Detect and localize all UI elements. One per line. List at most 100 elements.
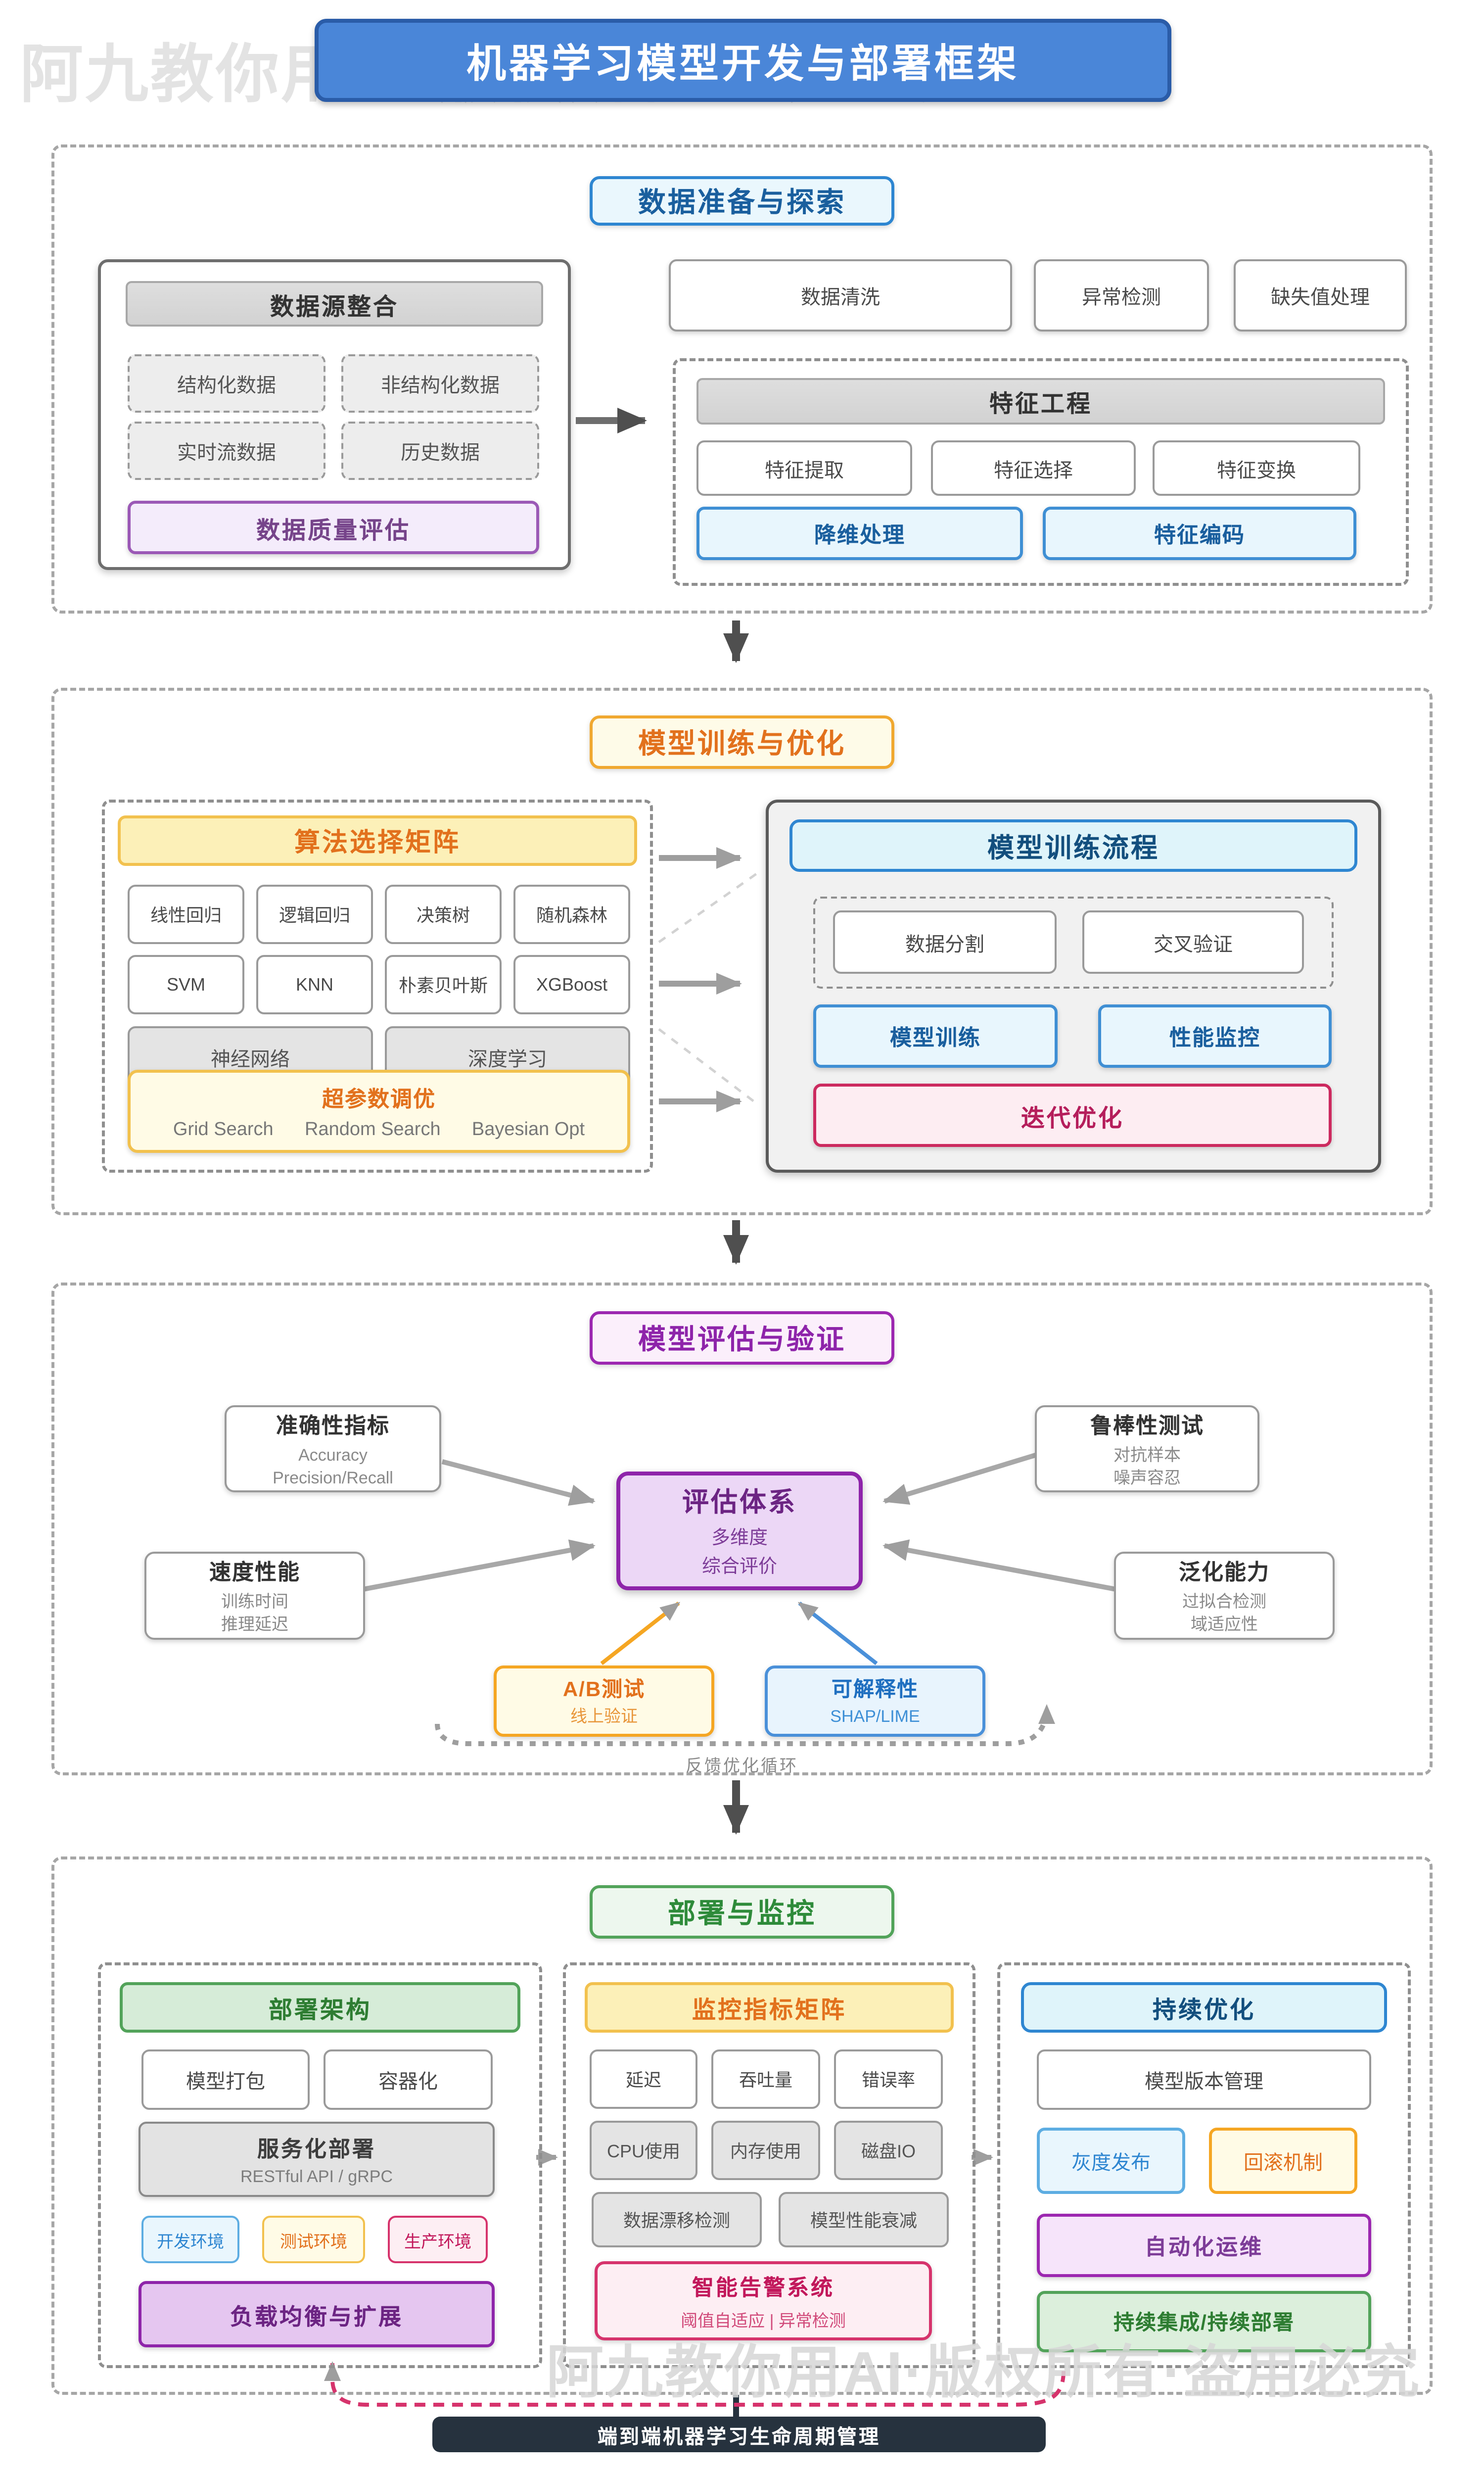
node-feature-encoding: 特征编码 bbox=[1043, 507, 1356, 560]
node-label: 持续集成/持续部署 bbox=[1113, 2312, 1295, 2334]
node-cross-validation: 交叉验证 bbox=[1082, 910, 1304, 974]
node-ab-testing: A/B测试 线上验证 bbox=[494, 1665, 714, 1737]
node-model-version-management: 模型版本管理 bbox=[1037, 2049, 1371, 2110]
node-label: 模型性能衰减 bbox=[810, 2211, 917, 2231]
node-label: 非结构化数据 bbox=[381, 375, 500, 397]
node-label: 数据分割 bbox=[905, 934, 984, 955]
node-data-split: 数据分割 bbox=[833, 910, 1057, 974]
node-generalization-ability: 泛化能力 过拟合检测域适应性 bbox=[1114, 1552, 1335, 1640]
node-label: 磁盘IO bbox=[861, 2141, 916, 2161]
algorithm-matrix-header: 算法选择矩阵 bbox=[118, 815, 637, 866]
data-source-header-label: 数据源整合 bbox=[270, 293, 399, 320]
diagram-title: 机器学习模型开发与部署框架 bbox=[466, 43, 1020, 86]
node-label: SVM bbox=[166, 974, 205, 994]
node-model-training: 模型训练 bbox=[813, 1004, 1058, 1068]
section-header-label: 模型训练与优化 bbox=[638, 728, 846, 759]
node-alert-system: 智能告警系统 阈值自适应 | 异常检测 bbox=[595, 2261, 932, 2340]
node-label: 性能监控 bbox=[1169, 1025, 1260, 1050]
node-automated-operations: 自动化运维 bbox=[1037, 2214, 1371, 2277]
data-split-group bbox=[813, 897, 1334, 989]
hyperparameter-tuning-title: 超参数调优 bbox=[322, 1087, 436, 1111]
node-label: 延迟 bbox=[626, 2070, 661, 2090]
feature-engineering-header-label: 特征工程 bbox=[989, 391, 1092, 418]
node-rollback-mechanism: 回滚机制 bbox=[1209, 2128, 1357, 2194]
section-header-deployment-monitoring: 部署与监控 bbox=[590, 1885, 894, 1939]
section-model-training bbox=[51, 688, 1433, 1215]
node-label: 特征选择 bbox=[994, 460, 1073, 481]
node-subtext: 多维度综合评价 bbox=[701, 1528, 777, 1577]
node-missing-value-handling: 缺失值处理 bbox=[1234, 259, 1407, 332]
feature-engineering-container bbox=[673, 358, 1409, 586]
node-structured-data: 结构化数据 bbox=[128, 354, 325, 413]
node-latency: 延迟 bbox=[590, 2049, 697, 2109]
footer-lifecycle-bar: 端到端机器学习生命周期管理 bbox=[432, 2417, 1046, 2452]
continuous-optimization-header: 持续优化 bbox=[1021, 1982, 1387, 2033]
node-label: 深度学习 bbox=[468, 1048, 547, 1070]
node-evaluation-system: 评估体系 多维度综合评价 bbox=[616, 1472, 863, 1590]
node-model-packaging: 模型打包 bbox=[141, 2049, 310, 2110]
node-service-deployment: 服务化部署 RESTful API / gRPC bbox=[139, 2122, 495, 2197]
node-memory-usage: 内存使用 bbox=[711, 2121, 820, 2180]
node-error-rate: 错误率 bbox=[834, 2049, 943, 2109]
node-label: 特征提取 bbox=[765, 460, 844, 481]
node-label: 缺失值处理 bbox=[1271, 287, 1370, 309]
node-prod-environment: 生产环境 bbox=[388, 2216, 488, 2263]
node-label: 朴素贝叶斯 bbox=[399, 976, 488, 996]
node-title: 可解释性 bbox=[832, 1678, 919, 1702]
node-label: 模型训练 bbox=[889, 1025, 981, 1050]
node-title: 服务化部署 bbox=[257, 2137, 376, 2161]
node-label: 结构化数据 bbox=[177, 375, 276, 397]
node-linear-regression: 线性回归 bbox=[128, 885, 244, 944]
node-test-environment: 测试环境 bbox=[262, 2216, 365, 2263]
node-label: 降维处理 bbox=[814, 523, 905, 547]
node-label: 实时流数据 bbox=[177, 442, 276, 464]
node-containerization: 容器化 bbox=[324, 2049, 493, 2110]
node-label: 回滚机制 bbox=[1244, 2152, 1323, 2174]
node-dev-environment: 开发环境 bbox=[141, 2216, 239, 2263]
node-label: 负载均衡与扩展 bbox=[230, 2303, 403, 2329]
algorithm-matrix-container bbox=[102, 800, 653, 1173]
data-source-header: 数据源整合 bbox=[126, 281, 543, 327]
continuous-optimization-container bbox=[997, 1962, 1411, 2368]
node-label: 模型版本管理 bbox=[1145, 2071, 1263, 2093]
node-realtime-stream-data: 实时流数据 bbox=[128, 422, 325, 480]
section-header-model-training: 模型训练与优化 bbox=[590, 715, 894, 769]
node-load-balancing-scaling: 负载均衡与扩展 bbox=[139, 2281, 495, 2347]
node-data-cleaning: 数据清洗 bbox=[669, 259, 1012, 332]
node-title: A/B测试 bbox=[562, 1678, 646, 1702]
node-title: 泛化能力 bbox=[1178, 1560, 1270, 1585]
node-subtext: 线上验证 bbox=[570, 1707, 638, 1726]
node-label: 数据清洗 bbox=[801, 287, 880, 309]
node-label: 交叉验证 bbox=[1154, 934, 1233, 955]
footer-lifecycle-label: 端到端机器学习生命周期管理 bbox=[598, 2426, 881, 2448]
deployment-architecture-header: 部署架构 bbox=[120, 1982, 520, 2033]
node-subtext: SHAP/LIME bbox=[830, 1707, 920, 1726]
node-label: 开发环境 bbox=[157, 2232, 224, 2251]
node-title: 速度性能 bbox=[209, 1560, 300, 1585]
node-unstructured-data: 非结构化数据 bbox=[341, 354, 539, 413]
node-subtext: RESTful API / gRPC bbox=[240, 2167, 393, 2186]
section-header-label: 数据准备与探索 bbox=[638, 187, 846, 218]
node-label: 特征编码 bbox=[1154, 523, 1245, 547]
node-anomaly-detection: 异常检测 bbox=[1034, 259, 1209, 332]
node-label: 迭代优化 bbox=[1021, 1105, 1124, 1132]
node-data-drift-detection: 数据漂移检测 bbox=[592, 2192, 762, 2247]
node-label: CPU使用 bbox=[606, 2141, 680, 2161]
feedback-loop-label: 反馈优化循环 bbox=[686, 1756, 798, 1775]
node-label: 异常检测 bbox=[1082, 287, 1161, 309]
algorithm-matrix-header-label: 算法选择矩阵 bbox=[294, 827, 461, 857]
node-title: 鲁棒性测试 bbox=[1090, 1413, 1204, 1438]
hyperparameter-tuning-methods: Grid Search Random Search Bayesian Opt bbox=[173, 1119, 585, 1140]
node-data-quality-assessment: 数据质量评估 bbox=[128, 501, 539, 554]
node-label: 随机森林 bbox=[536, 905, 607, 925]
node-speed-performance: 速度性能 训练时间推理延迟 bbox=[144, 1552, 365, 1640]
diagram-title-bar: 机器学习模型开发与部署框架 bbox=[315, 19, 1171, 102]
node-iterative-optimization: 迭代优化 bbox=[813, 1084, 1332, 1147]
node-explainability: 可解释性 SHAP/LIME bbox=[765, 1665, 985, 1737]
node-feature-selection: 特征选择 bbox=[931, 440, 1136, 496]
hyperparameter-tuning-box: 超参数调优 Grid Search Random Search Bayesian… bbox=[128, 1070, 630, 1153]
node-label: 错误率 bbox=[862, 2070, 915, 2090]
node-robustness-testing: 鲁棒性测试 对抗样本噪声容忍 bbox=[1035, 1405, 1259, 1492]
